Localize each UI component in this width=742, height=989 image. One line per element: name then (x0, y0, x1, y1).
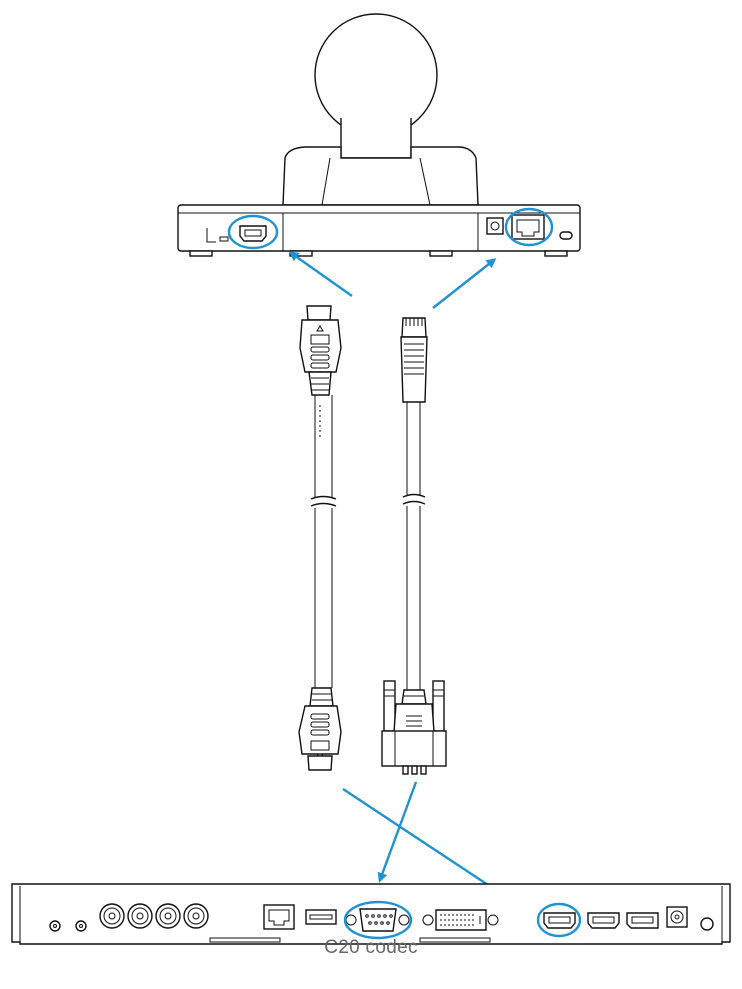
codec-caption: C20 codec (324, 937, 418, 958)
hdmi-cable-icon (298, 305, 342, 771)
camera-icon (177, 13, 581, 257)
codec-serial-highlight (343, 900, 413, 940)
arrow-to-camera-ethernet (432, 258, 497, 309)
arrow-to-camera-hdmi (288, 251, 353, 297)
codec-hdmi-highlight (536, 902, 582, 938)
ethernet-cable-icon (400, 317, 428, 690)
serial-cable-icon (381, 680, 447, 775)
codec-unit-icon (11, 883, 731, 945)
camera-ethernet-highlight (504, 207, 554, 247)
camera-hdmi-highlight (227, 214, 279, 250)
arrow-to-codec-serial (377, 781, 418, 883)
